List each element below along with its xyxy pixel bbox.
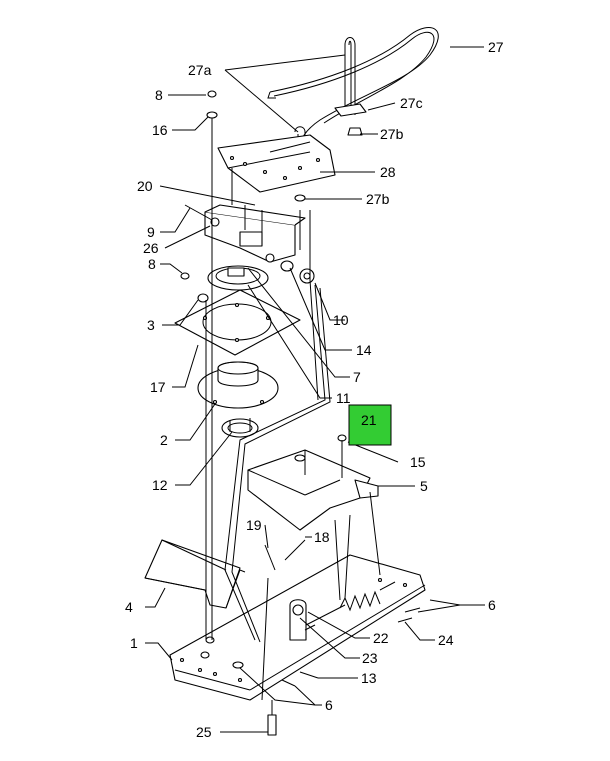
cable-assembly	[267, 27, 439, 180]
callout-28[interactable]: 28	[380, 164, 396, 180]
callout-13[interactable]: 13	[361, 670, 377, 686]
callout-22[interactable]: 22	[373, 630, 389, 646]
callout-6-lower[interactable]: 6	[325, 697, 333, 713]
stud	[337, 434, 347, 478]
mounting-ring	[207, 265, 269, 291]
callout-21[interactable]: 21	[361, 412, 377, 428]
assembly-guide-lines	[205, 118, 381, 701]
leader-lines	[145, 46, 485, 733]
washer-nut-stack	[206, 90, 306, 202]
callout-3[interactable]: 3	[147, 317, 155, 333]
callout-17[interactable]: 17	[150, 379, 166, 395]
bushing	[280, 260, 315, 284]
callout-27c[interactable]: 27c	[400, 95, 423, 111]
callout-9[interactable]: 9	[147, 224, 155, 240]
callout-16[interactable]: 16	[152, 122, 168, 138]
callout-19[interactable]: 19	[246, 517, 262, 533]
gasket	[174, 289, 301, 356]
callout-2[interactable]: 2	[160, 432, 168, 448]
callout-5[interactable]: 5	[420, 478, 428, 494]
mounting-bracket	[184, 204, 306, 263]
callout-23[interactable]: 23	[362, 650, 378, 666]
nut-small	[180, 272, 209, 303]
bolts	[264, 539, 421, 736]
callout-8-lower[interactable]: 8	[148, 256, 156, 272]
callout-27b[interactable]: 27b	[380, 126, 404, 142]
diaphragm-housing	[197, 361, 279, 409]
cover-housing	[247, 449, 379, 531]
callout-7[interactable]: 7	[353, 369, 361, 385]
callout-27[interactable]: 27	[488, 39, 504, 55]
callout-8[interactable]: 8	[155, 87, 163, 103]
callout-12[interactable]: 12	[152, 477, 168, 493]
callout-18[interactable]: 18	[314, 529, 330, 545]
callout-26[interactable]: 26	[143, 240, 159, 256]
callout-24[interactable]: 24	[438, 632, 454, 648]
callout-20[interactable]: 20	[137, 178, 153, 194]
actuator-spring	[289, 581, 396, 641]
callout-27b-lower[interactable]: 27b	[366, 191, 390, 207]
callout-25[interactable]: 25	[196, 724, 212, 740]
callout-14[interactable]: 14	[356, 342, 372, 358]
callout-27a[interactable]: 27a	[188, 62, 212, 78]
callout-10[interactable]: 10	[333, 312, 349, 328]
callout-11[interactable]: 11	[336, 390, 351, 406]
callout-15[interactable]: 15	[410, 454, 426, 470]
guard-cover	[144, 539, 246, 609]
callout-1[interactable]: 1	[130, 635, 138, 651]
callout-labels: 27 27a 8 27c 16 27b 28 20 27b 9 26 8 3 1…	[125, 39, 504, 740]
top-bracket-plate	[217, 134, 336, 193]
callout-6[interactable]: 6	[488, 597, 496, 613]
highlight-box-21[interactable]	[348, 404, 392, 446]
callout-4[interactable]: 4	[125, 599, 133, 615]
